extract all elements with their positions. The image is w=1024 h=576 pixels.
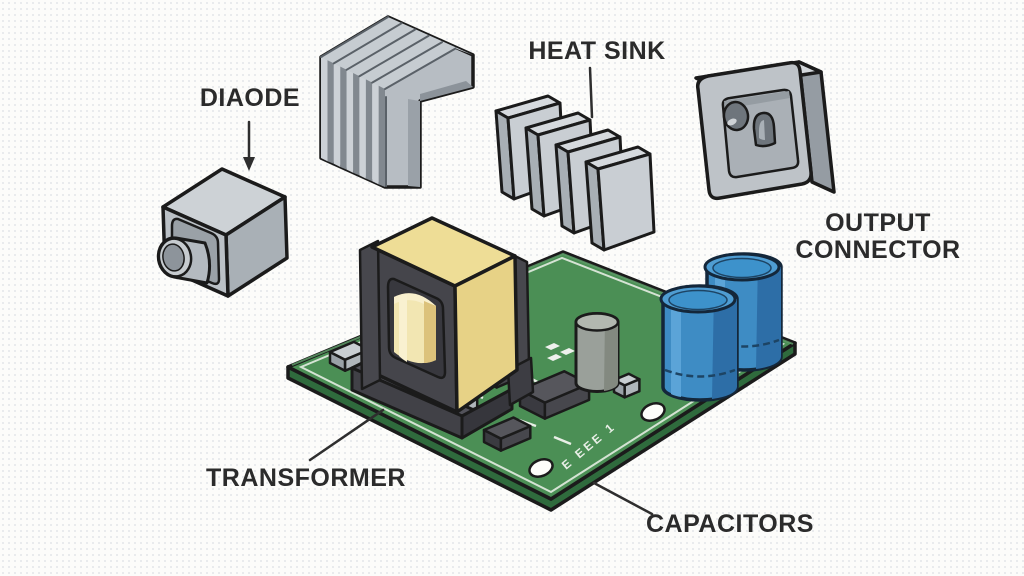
silkscreen-pads: [545, 343, 575, 361]
transformer-label: TRANSFORMER: [206, 464, 406, 492]
capacitor-front: [659, 284, 739, 402]
mounting-hole: [640, 402, 666, 422]
diode-illustration: [156, 167, 289, 298]
transformer-illustration: [350, 216, 535, 440]
heat-sink-leader-line: [588, 66, 594, 119]
diode-label: DIAODE: [199, 84, 301, 112]
heat-sink-finned: [494, 94, 656, 252]
connector-hole-left: [722, 100, 750, 132]
mounting-hole: [528, 458, 554, 478]
capacitors-illustration: [659, 252, 783, 402]
heat-sink-label: HEAT SINK: [528, 37, 666, 65]
gray-capacitor: [574, 312, 620, 393]
connector-hole-right: [752, 111, 777, 148]
output-connector-label: OUTPUT CONNECTOR: [795, 209, 961, 264]
capacitors-label: CAPACITORS: [646, 510, 814, 538]
capacitors-leader-line: [592, 481, 654, 516]
heat-sink-l-shaped: [319, 15, 475, 189]
diode-arrow: [243, 120, 255, 171]
transformer-coil: [394, 293, 436, 364]
transformer-leader-line: [308, 408, 385, 462]
output-connector-illustration: [694, 60, 836, 201]
